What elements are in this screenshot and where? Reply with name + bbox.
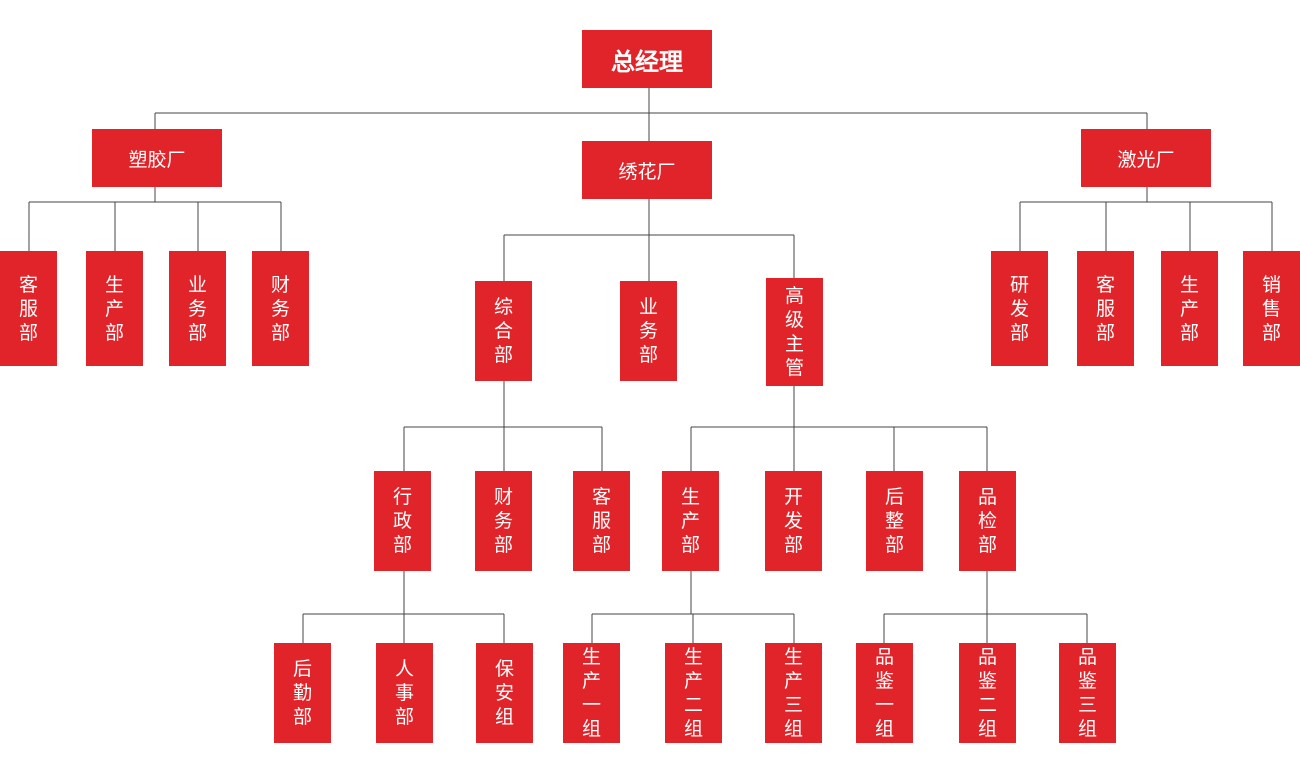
- node-embroidery-general: 综合部: [475, 281, 532, 381]
- node-admin: 行政部: [374, 471, 431, 571]
- node-production-group-1: 生产一组: [563, 643, 620, 743]
- node-label: 销售部: [1261, 273, 1281, 344]
- node-label: 综合部: [493, 296, 513, 366]
- node-plastic-service: 客服部: [0, 251, 57, 366]
- node-label: 生产部: [1179, 273, 1199, 344]
- node-general-manager: 总经理: [582, 30, 712, 88]
- node-admin-security: 保安组: [476, 643, 533, 743]
- node-label: 高级主管: [784, 285, 804, 379]
- node-label: 品鉴一组: [874, 646, 894, 740]
- node-general-service: 客服部: [573, 471, 630, 571]
- node-label: 财务部: [493, 486, 513, 556]
- node-label: 业务部: [187, 273, 207, 344]
- node-label: 生产二组: [683, 646, 703, 740]
- node-plastic-production: 生产部: [86, 251, 143, 366]
- node-plastic-factory: 塑胶厂: [92, 129, 222, 187]
- node-laser-sales: 销售部: [1243, 251, 1300, 366]
- node-label: 品鉴三组: [1077, 646, 1097, 740]
- node-embroidery-factory: 绣花厂: [582, 141, 712, 199]
- node-admin-hr: 人事部: [376, 643, 433, 743]
- node-label: 开发部: [783, 486, 803, 556]
- node-admin-logistics: 后勤部: [274, 643, 331, 743]
- node-qc-group-1: 品鉴一组: [856, 643, 913, 743]
- node-senior-production: 生产部: [662, 471, 719, 571]
- node-laser-factory: 激光厂: [1081, 129, 1211, 187]
- node-label: 客服部: [18, 273, 38, 344]
- node-label: 总经理: [611, 47, 683, 76]
- node-label: 生产一组: [581, 646, 601, 740]
- node-label: 品鉴二组: [977, 646, 997, 740]
- node-label: 客服部: [591, 486, 611, 556]
- node-senior-development: 开发部: [765, 471, 822, 571]
- node-label: 业务部: [638, 296, 658, 366]
- node-qc-group-2: 品鉴二组: [959, 643, 1016, 743]
- node-plastic-business: 业务部: [169, 251, 226, 366]
- node-label: 生产部: [680, 486, 700, 556]
- node-embroidery-business: 业务部: [620, 281, 677, 381]
- node-laser-rd: 研发部: [991, 251, 1048, 366]
- node-general-finance: 财务部: [475, 471, 532, 571]
- node-senior-finishing: 后整部: [866, 471, 923, 571]
- node-label: 塑胶厂: [128, 148, 186, 171]
- node-label: 财务部: [270, 273, 290, 344]
- node-production-group-3: 生产三组: [765, 643, 822, 743]
- node-label: 研发部: [1009, 273, 1029, 344]
- node-label: 绣花厂: [618, 160, 676, 183]
- node-laser-service: 客服部: [1077, 251, 1134, 366]
- node-label: 生产三组: [783, 646, 803, 740]
- node-label: 后勤部: [292, 658, 312, 728]
- node-production-group-2: 生产二组: [665, 643, 722, 743]
- node-label: 人事部: [394, 658, 414, 728]
- node-label: 后整部: [884, 486, 904, 556]
- node-label: 激光厂: [1117, 148, 1175, 171]
- node-embroidery-senior-manager: 高级主管: [766, 278, 823, 386]
- node-label: 品检部: [977, 486, 997, 556]
- node-label: 客服部: [1095, 273, 1115, 344]
- node-qc-group-3: 品鉴三组: [1059, 643, 1116, 743]
- node-label: 生产部: [104, 273, 124, 344]
- node-label: 行政部: [392, 486, 412, 556]
- node-plastic-finance: 财务部: [252, 251, 309, 366]
- node-label: 保安组: [494, 658, 514, 728]
- node-laser-production: 生产部: [1161, 251, 1218, 366]
- node-senior-qc: 品检部: [959, 471, 1016, 571]
